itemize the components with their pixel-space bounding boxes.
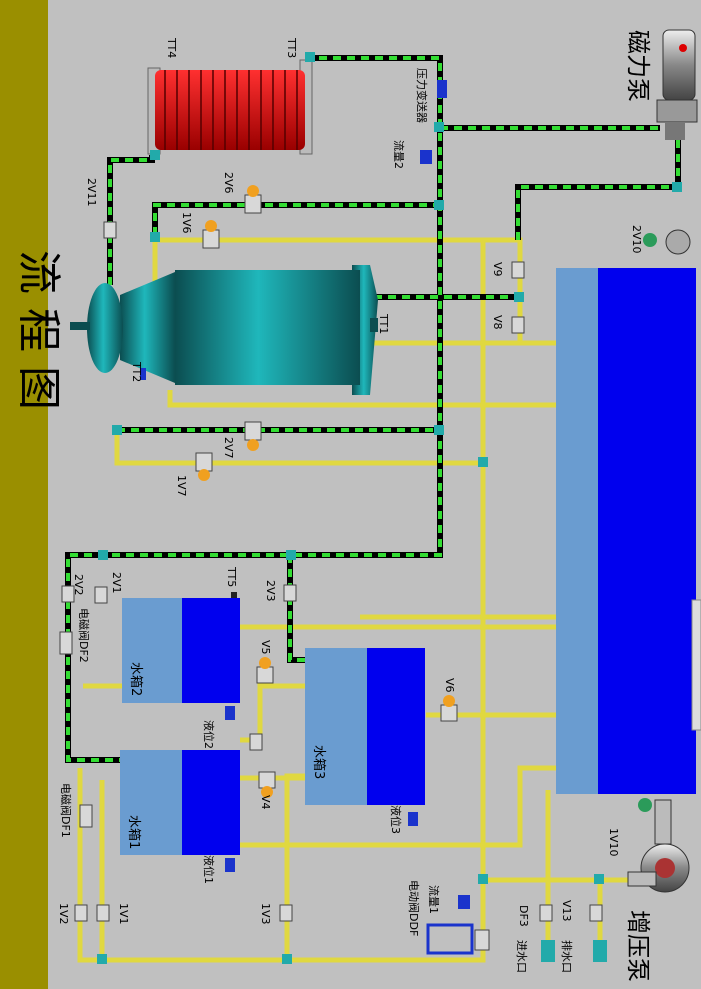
pressure-transmitter[interactable] <box>437 80 447 98</box>
svg-text:V5: V5 <box>259 640 272 655</box>
svg-text:压力变送器: 压力变送器 <box>415 68 429 123</box>
main-vessel <box>70 265 378 395</box>
svg-text:1V3: 1V3 <box>259 903 272 925</box>
svg-text:液位2: 液位2 <box>202 720 216 749</box>
inlet-port <box>541 940 555 962</box>
svg-text:TT2: TT2 <box>130 361 143 382</box>
svg-text:TT4: TT4 <box>165 37 178 58</box>
scroll-tab[interactable] <box>691 599 701 731</box>
tank-3[interactable]: 水箱3 <box>305 648 425 805</box>
valve-2v10[interactable] <box>643 229 691 255</box>
svg-text:1V1: 1V1 <box>117 903 130 925</box>
instruments[interactable] <box>140 150 474 955</box>
outlet-port <box>593 940 607 962</box>
svg-text:1V2: 1V2 <box>57 903 70 925</box>
tank-1-label: 水箱1 <box>126 815 142 849</box>
svg-text:2V10: 2V10 <box>630 225 643 254</box>
tank-2-label: 水箱2 <box>128 662 144 696</box>
booster-pump-label: 增压泵 <box>624 910 652 982</box>
heater-coil <box>147 59 313 155</box>
tank-2[interactable]: 水箱2 <box>122 598 240 703</box>
svg-text:V4: V4 <box>259 795 272 810</box>
svg-text:液位3: 液位3 <box>389 805 403 834</box>
svg-text:流量1: 流量1 <box>427 885 441 914</box>
svg-text:V13: V13 <box>560 900 573 922</box>
svg-text:流量2: 流量2 <box>392 140 406 169</box>
svg-text:TT1: TT1 <box>377 313 390 334</box>
magnetic-pump[interactable] <box>656 29 698 140</box>
svg-text:1V7: 1V7 <box>175 475 188 497</box>
magnetic-pump-label: 磁力泵 <box>624 30 652 102</box>
booster-pump[interactable] <box>627 798 690 893</box>
svg-text:液位1: 液位1 <box>202 855 216 884</box>
svg-text:2V2: 2V2 <box>72 574 85 596</box>
svg-text:2V1: 2V1 <box>110 572 123 594</box>
svg-text:电动阀DDF: 电动阀DDF <box>407 880 421 936</box>
svg-text:1V10: 1V10 <box>607 828 620 857</box>
tank-3-label: 水箱3 <box>311 745 327 779</box>
svg-text:DF3: DF3 <box>517 905 530 927</box>
svg-text:2V11: 2V11 <box>85 178 98 207</box>
pipe-tees <box>97 52 682 964</box>
svg-text:排水口: 排水口 <box>560 940 574 973</box>
svg-text:1V6: 1V6 <box>180 212 193 234</box>
labels: TT4 TT3 TT1 TT2 TT5 压力变送器 流量2 流量1 液位2 液位… <box>57 37 643 973</box>
svg-text:V9: V9 <box>491 262 504 277</box>
svg-text:V6: V6 <box>443 678 456 693</box>
svg-text:TT3: TT3 <box>285 37 298 58</box>
svg-text:2V3: 2V3 <box>264 580 277 602</box>
svg-text:进水口: 进水口 <box>515 940 528 973</box>
svg-text:V8: V8 <box>491 315 504 330</box>
svg-text:电磁阀DF1: 电磁阀DF1 <box>59 783 73 838</box>
page-title: 流 程 图 <box>13 250 64 410</box>
manual-valves[interactable] <box>59 194 603 951</box>
svg-text:TT5: TT5 <box>225 566 238 587</box>
title-bar <box>0 0 48 989</box>
tank-1[interactable]: 水箱1 <box>120 750 240 855</box>
svg-text:2V6: 2V6 <box>222 172 235 194</box>
svg-text:电磁阀DF2: 电磁阀DF2 <box>77 608 91 663</box>
svg-text:2V7: 2V7 <box>222 437 235 459</box>
